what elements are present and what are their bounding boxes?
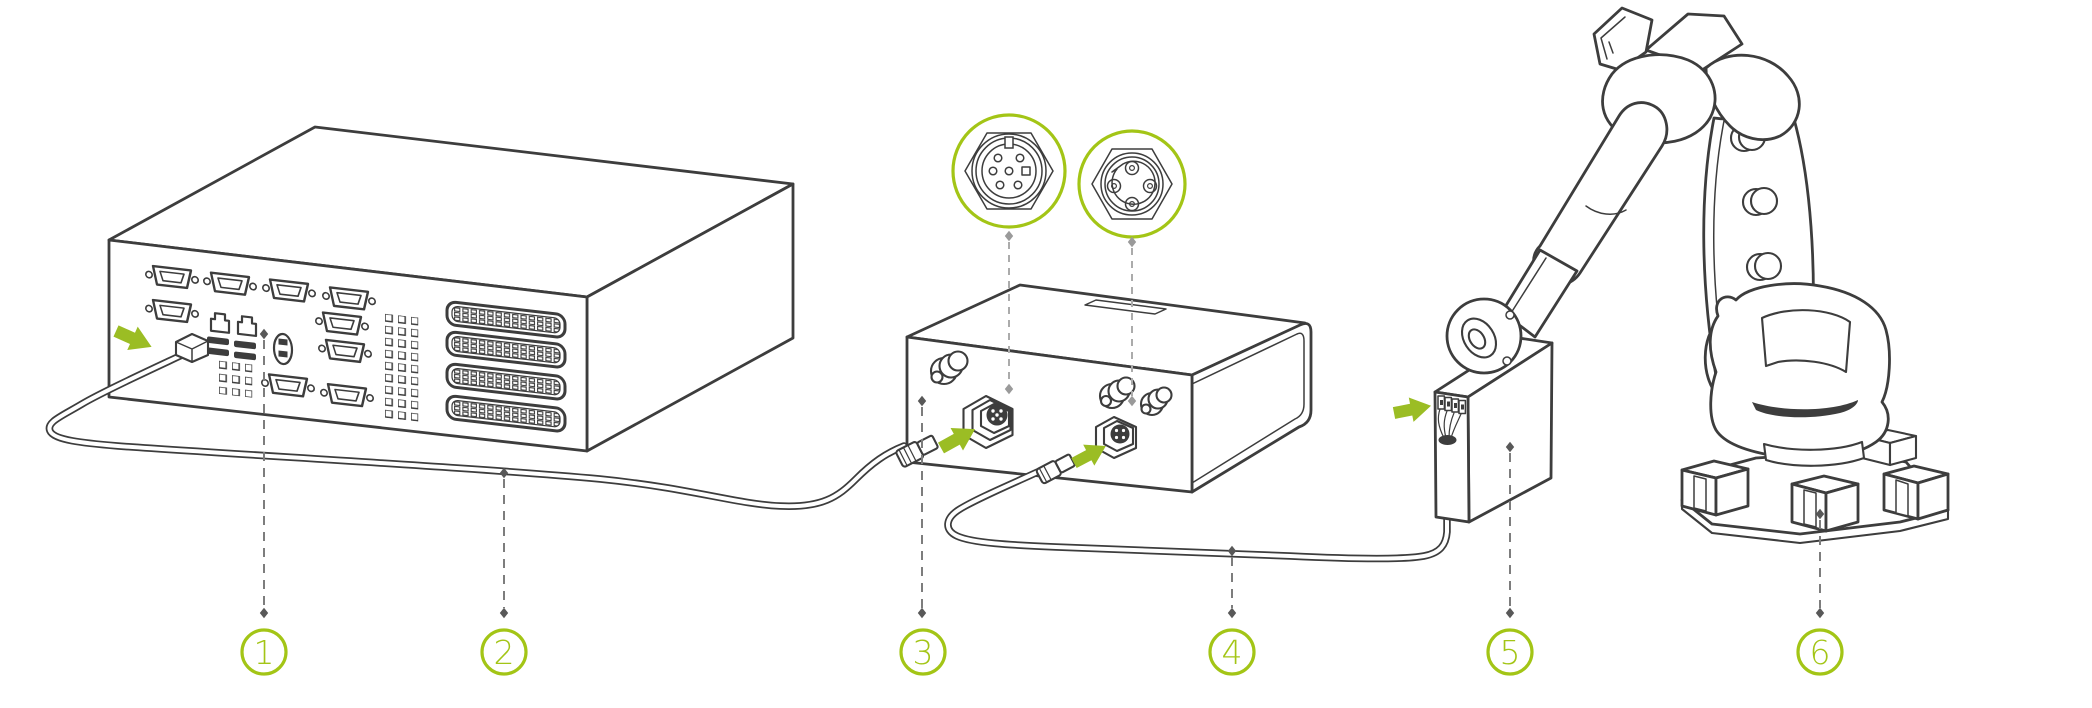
keying-notch [1004,136,1014,149]
connector-pins [1106,160,1158,212]
cable-gland-icon [929,350,969,386]
cable-plug-icon [1035,453,1076,485]
terminal-clamps [1437,395,1467,415]
detail-leader-lines [1004,230,1137,407]
cable-plug-icon [174,332,210,364]
cable-gland-icon [1139,386,1173,417]
connector-detail-4pin [1077,129,1187,239]
connector-detail-8pin [951,113,1067,229]
callout-4-number: 4 [1222,633,1243,672]
robot-mounting-clamp [1680,459,1750,517]
controller-top-label [1084,299,1167,315]
callout-5: 5 [1486,628,1534,676]
terminal-block [1433,336,1554,524]
callout-6: 6 [1796,628,1844,676]
usb-port-icon [272,332,294,366]
callout-2: 2 [480,628,528,676]
pin-grid-icon [219,360,253,398]
connection-cable-1 [45,332,908,510]
robot-mounting-clamp [1882,464,1950,521]
callout-6-number: 6 [1810,633,1831,672]
dvi-port-icon [445,362,567,401]
callout-2-number: 2 [494,633,515,672]
callout-4: 4 [1208,628,1256,676]
vision-controller-box [905,283,1313,494]
robot-arm [1445,6,1950,545]
connection-cable-2 [944,439,1451,563]
robot-wrist-flange [1445,297,1523,375]
callout-leader-lines [259,328,1825,619]
m12-socket-8pin-icon [962,394,1014,450]
terminal-wires [1437,408,1462,445]
callout-1: 1 [240,628,288,676]
industrial-pc [107,125,795,453]
callout-3: 3 [899,628,947,676]
callout-3-number: 3 [913,633,934,672]
pc-front-panel [144,264,567,433]
m12-socket-4pin-icon [1094,415,1138,460]
callout-1-number: 1 [254,633,275,672]
robot-mounting-clamp [1790,474,1860,533]
robot-forearm [1500,101,1669,339]
dvi-port-icon [445,300,567,339]
robot-base-body [1703,282,1891,467]
dvi-port-icon [445,330,567,369]
controller-right-face [1190,322,1313,494]
plug-direction-arrow-icon [1391,393,1434,426]
callout-5-number: 5 [1500,633,1521,672]
pin-grid-icon [385,313,419,422]
dvi-port-icon [445,394,567,433]
terminal-front-face [1433,390,1471,524]
cable-gland-icon [1098,376,1136,410]
